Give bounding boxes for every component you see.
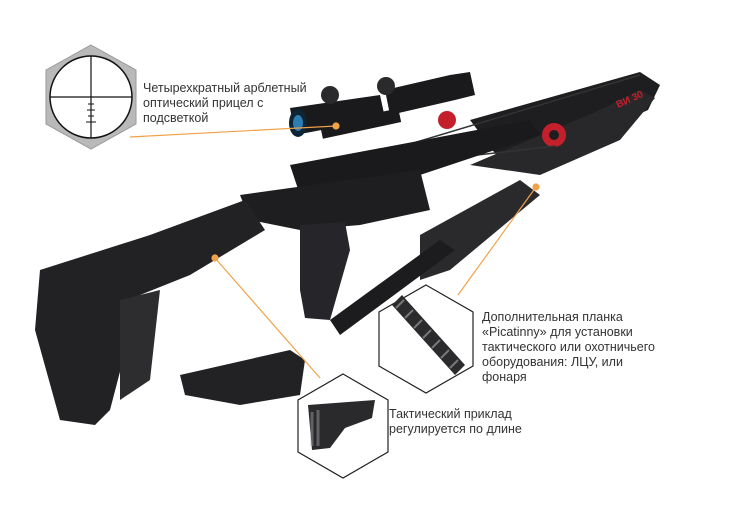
rail-detail-hexagon: [378, 284, 474, 394]
stock-detail-hexagon: [297, 373, 389, 479]
crossbow-body: ВИ 30: [35, 72, 660, 425]
scope: [289, 72, 475, 139]
stock-callout: Тактический приклад регулируется по длин…: [389, 407, 522, 436]
scope-callout: Четырехкратный арблетный оптический приц…: [143, 81, 307, 125]
picatinny-rail-icon: [392, 295, 465, 375]
rail-callout: Дополнительная планка «Picatinny» для ус…: [482, 310, 655, 384]
leader-lines: [129, 122, 540, 379]
scope-detail-hexagon: [45, 44, 137, 150]
adjustable-stock-icon: [308, 400, 375, 450]
crosshair-reticle-icon: [50, 56, 132, 138]
